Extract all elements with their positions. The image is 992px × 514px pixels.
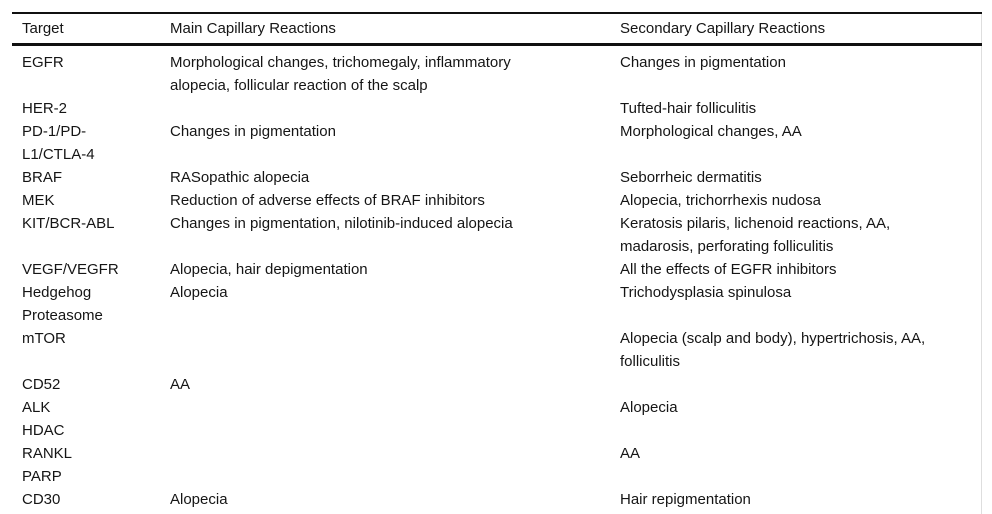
table-row-mek: MEK Reduction of adverse effects of BRAF… (12, 189, 981, 212)
target-cell: BRAF (22, 169, 63, 186)
table-row-parp: PARP (12, 465, 981, 488)
target-cell: HER-2 (22, 100, 68, 117)
main-reactions-cell: RASopathic alopecia (170, 169, 310, 186)
main-reactions-cell: AA (170, 376, 191, 393)
table-row-her2: HER-2 Tufted-hair folliculitis (12, 97, 981, 120)
table-row-alk: ALK Alopecia (12, 396, 981, 419)
secondary-reactions-cell (620, 419, 981, 442)
secondary-reactions-cell: AA (620, 445, 641, 462)
target-cell: CD30 (22, 491, 61, 508)
secondary-reactions-cell: Keratosis pilaris, lichenoid reactions, … (620, 215, 891, 255)
secondary-reactions-cell: All the effects of EGFR inhibitors (620, 261, 837, 278)
table-row-rankl: RANKL AA (12, 442, 981, 465)
target-cell: MEK (22, 192, 55, 209)
main-reactions-cell (170, 97, 620, 120)
secondary-reactions-cell: Changes in pigmentation (620, 54, 786, 71)
table-row-braf: BRAF RASopathic alopecia Seborrheic derm… (12, 166, 981, 189)
target-cell: EGFR (22, 54, 64, 71)
col-header-main-reactions: Main Capillary Reactions (170, 13, 620, 46)
main-reactions-cell (170, 442, 620, 465)
main-reactions-cell: Alopecia, hair depigmentation (170, 261, 368, 278)
main-reactions-cell: Alopecia (170, 491, 228, 508)
target-cell: RANKL (22, 445, 73, 462)
table-header-row: Target Main Capillary Reactions Secondar… (12, 13, 981, 46)
secondary-reactions-cell: Alopecia, trichorrhexis nudosa (620, 192, 821, 209)
main-reactions-cell: Morphological changes, trichomegaly, inf… (170, 54, 511, 94)
table-row-egfr: EGFR Morphological changes, trichomegaly… (12, 45, 981, 98)
main-reactions-cell (170, 396, 620, 419)
table-row-pd1-pdl1-ctla4: PD-1/PD- L1/CTLA-4 Changes in pigmentati… (12, 120, 981, 166)
secondary-reactions-cell: Alopecia (620, 399, 678, 416)
target-cell: Hedgehog (22, 284, 92, 301)
secondary-reactions-cell (620, 465, 981, 488)
secondary-reactions-cell: Hair repigmentation (620, 491, 751, 508)
table-row-kit-bcr-abl: KIT/BCR-ABL Changes in pigmentation, nil… (12, 212, 981, 258)
target-cell: mTOR (22, 330, 66, 347)
capillary-reactions-table: Target Main Capillary Reactions Secondar… (12, 12, 982, 514)
paper-table-page: Target Main Capillary Reactions Secondar… (0, 12, 992, 514)
table-row-vegf-vegfr: VEGF/VEGFR Alopecia, hair depigmentation… (12, 258, 981, 281)
table-row-cd30: CD30 Alopecia Hair repigmentation (12, 488, 981, 514)
main-reactions-cell (170, 327, 620, 373)
main-reactions-cell (170, 465, 620, 488)
table-row-hdac: HDAC (12, 419, 981, 442)
secondary-reactions-cell: Morphological changes, AA (620, 123, 802, 140)
secondary-reactions-cell: Trichodysplasia spinulosa (620, 284, 792, 301)
target-cell: Proteasome (22, 307, 103, 324)
secondary-reactions-cell: Alopecia (scalp and body), hypertrichosi… (620, 330, 926, 370)
main-reactions-cell (170, 419, 620, 442)
main-reactions-cell: Changes in pigmentation, nilotinib-induc… (170, 215, 513, 232)
table-row-cd52: CD52 AA (12, 373, 981, 396)
table-row-hedgehog: Hedgehog Alopecia Trichodysplasia spinul… (12, 281, 981, 304)
target-cell: HDAC (22, 422, 65, 439)
secondary-reactions-cell: Seborrheic dermatitis (620, 169, 762, 186)
table-row-mtor: mTOR Alopecia (scalp and body), hypertri… (12, 327, 981, 373)
target-cell: CD52 (22, 376, 61, 393)
main-reactions-cell: Alopecia (170, 284, 228, 301)
col-header-secondary-reactions: Secondary Capillary Reactions (620, 13, 981, 46)
table-row-proteasome: Proteasome (12, 304, 981, 327)
col-header-target: Target (12, 13, 170, 46)
main-reactions-cell: Reduction of adverse effects of BRAF inh… (170, 192, 485, 209)
target-cell: KIT/BCR-ABL (22, 215, 115, 232)
target-cell: PARP (22, 468, 62, 485)
main-reactions-cell (170, 304, 620, 327)
secondary-reactions-cell (620, 373, 981, 396)
target-cell: ALK (22, 399, 51, 416)
target-cell: PD-1/PD- L1/CTLA-4 (22, 123, 95, 163)
main-reactions-cell: Changes in pigmentation (170, 123, 336, 140)
secondary-reactions-cell: Tufted-hair folliculitis (620, 100, 757, 117)
target-cell: VEGF/VEGFR (22, 261, 119, 278)
secondary-reactions-cell (620, 304, 981, 327)
